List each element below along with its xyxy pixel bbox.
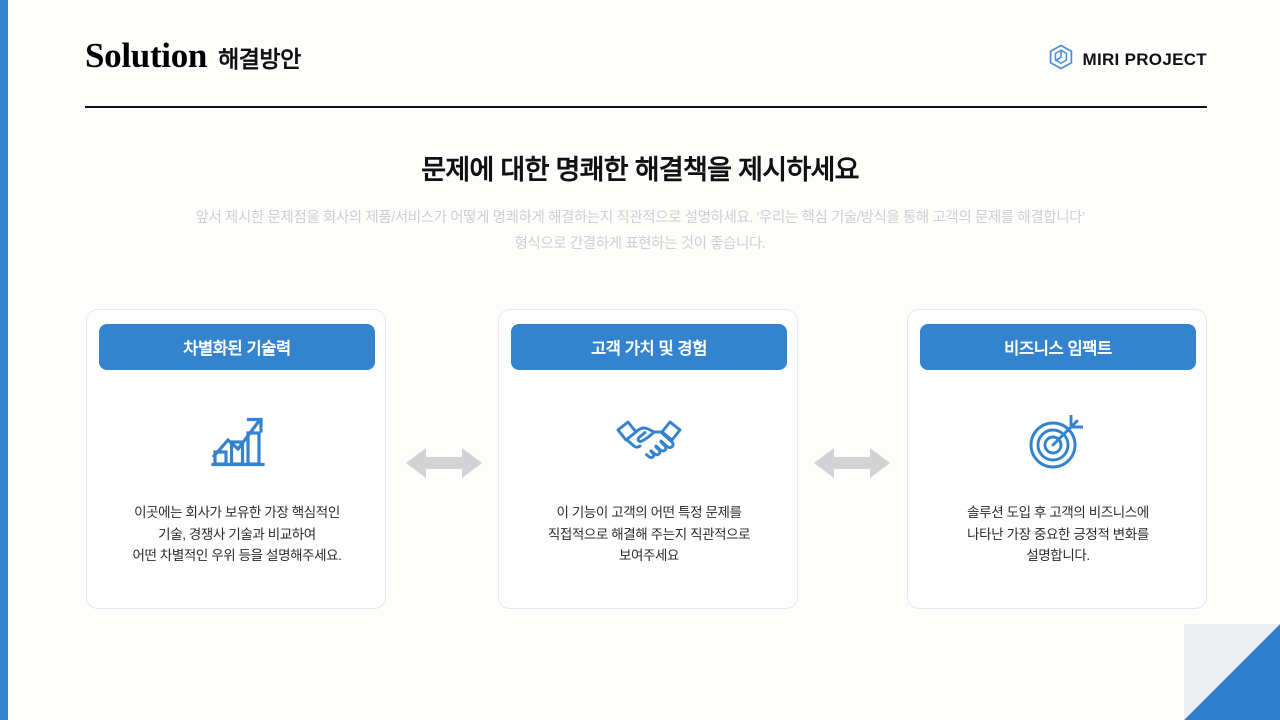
brand-logo: MIRI PROJECT xyxy=(1049,44,1207,75)
solution-card-body-line: 솔루션 도입 후 고객의 비즈니스에 xyxy=(967,505,1149,520)
main-headline: 문제에 대한 명쾌한 해결책을 제시하세요 xyxy=(421,155,859,185)
brand-name-label: MIRI PROJECT xyxy=(1082,49,1207,69)
sub-headline-line-2: 형식으로 간결하게 표현하는 것이 좋습니다. xyxy=(514,236,766,252)
solution-card-body-line: 이 기능이 고객의 어떤 특정 문제를 xyxy=(556,505,742,520)
solution-card-body-line: 기술, 경쟁사 기술과 비교하여 xyxy=(158,526,316,542)
page-title-korean: 해결방안 xyxy=(218,46,301,72)
hexagon-cube-logo-icon xyxy=(1049,44,1073,75)
sub-headline: 앞서 제시한 문제점을 회사의 제품/서비스가 어떻게 명쾌하게 해결하는지 직… xyxy=(140,205,1140,257)
page-title: Solution 해결방안 xyxy=(85,36,301,76)
solution-card-body-line: 나타난 가장 중요한 긍정적 변화를 xyxy=(967,526,1149,542)
solution-card-body-line: 어떤 차별적인 우위 등을 설명해주세요. xyxy=(132,548,342,563)
solution-card-technology[interactable]: 차별화된 기술력 이곳에는 회사가 보유한 가장 핵심적인 기술, 경쟁사 기술… xyxy=(86,309,386,609)
solution-card-body: 이 기능이 고객의 어떤 특정 문제를 직접적으로 해결해 주는지 직관적으로 … xyxy=(513,502,785,567)
target-dart-icon xyxy=(908,402,1208,480)
corner-fold-paper-triangle xyxy=(1184,624,1280,720)
solution-card-body-line: 설명합니다. xyxy=(1026,548,1090,563)
solution-card-body: 솔루션 도입 후 고객의 비즈니스에 나타난 가장 중요한 긍정적 변화를 설명… xyxy=(922,502,1194,567)
solution-card-business-impact[interactable]: 비즈니스 임팩트 솔루션 도입 후 고객의 비즈니스에 나타난 가장 중요한 긍… xyxy=(907,309,1207,609)
header-divider-rule xyxy=(85,106,1207,108)
solution-card-body-line: 보여주세요 xyxy=(618,548,680,563)
corner-fold-decoration xyxy=(1184,624,1280,720)
growth-bar-chart-icon xyxy=(87,402,387,480)
sub-headline-line-1: 앞서 제시한 문제점을 회사의 제품/서비스가 어떻게 명쾌하게 해결하는지 직… xyxy=(195,210,1085,226)
double-arrow-icon xyxy=(814,444,890,482)
solution-card-body-line: 직접적으로 해결해 주는지 직관적으로 xyxy=(547,526,751,542)
solution-card-title: 고객 가치 및 경험 xyxy=(511,324,787,370)
solution-card-customer-value[interactable]: 고객 가치 및 경험 이 기능이 고객의 어떤 특정 문제를 직접적으로 해결해… xyxy=(498,309,798,609)
page-title-english: Solution xyxy=(85,36,208,75)
solution-card-body: 이곳에는 회사가 보유한 가장 핵심적인 기술, 경쟁사 기술과 비교하여 어떤… xyxy=(101,502,373,567)
double-arrow-icon xyxy=(406,444,482,482)
slide-header: Solution 해결방안 MIRI PROJECT xyxy=(85,36,1207,108)
solution-cards-row: 차별화된 기술력 이곳에는 회사가 보유한 가장 핵심적인 기술, 경쟁사 기술… xyxy=(0,309,1280,609)
solution-card-body-line: 이곳에는 회사가 보유한 가장 핵심적인 xyxy=(134,505,340,520)
solution-card-title: 차별화된 기술력 xyxy=(99,324,375,370)
left-edge-accent-bar xyxy=(0,0,8,720)
solution-card-title: 비즈니스 임팩트 xyxy=(920,324,1196,370)
handshake-icon xyxy=(499,402,799,480)
